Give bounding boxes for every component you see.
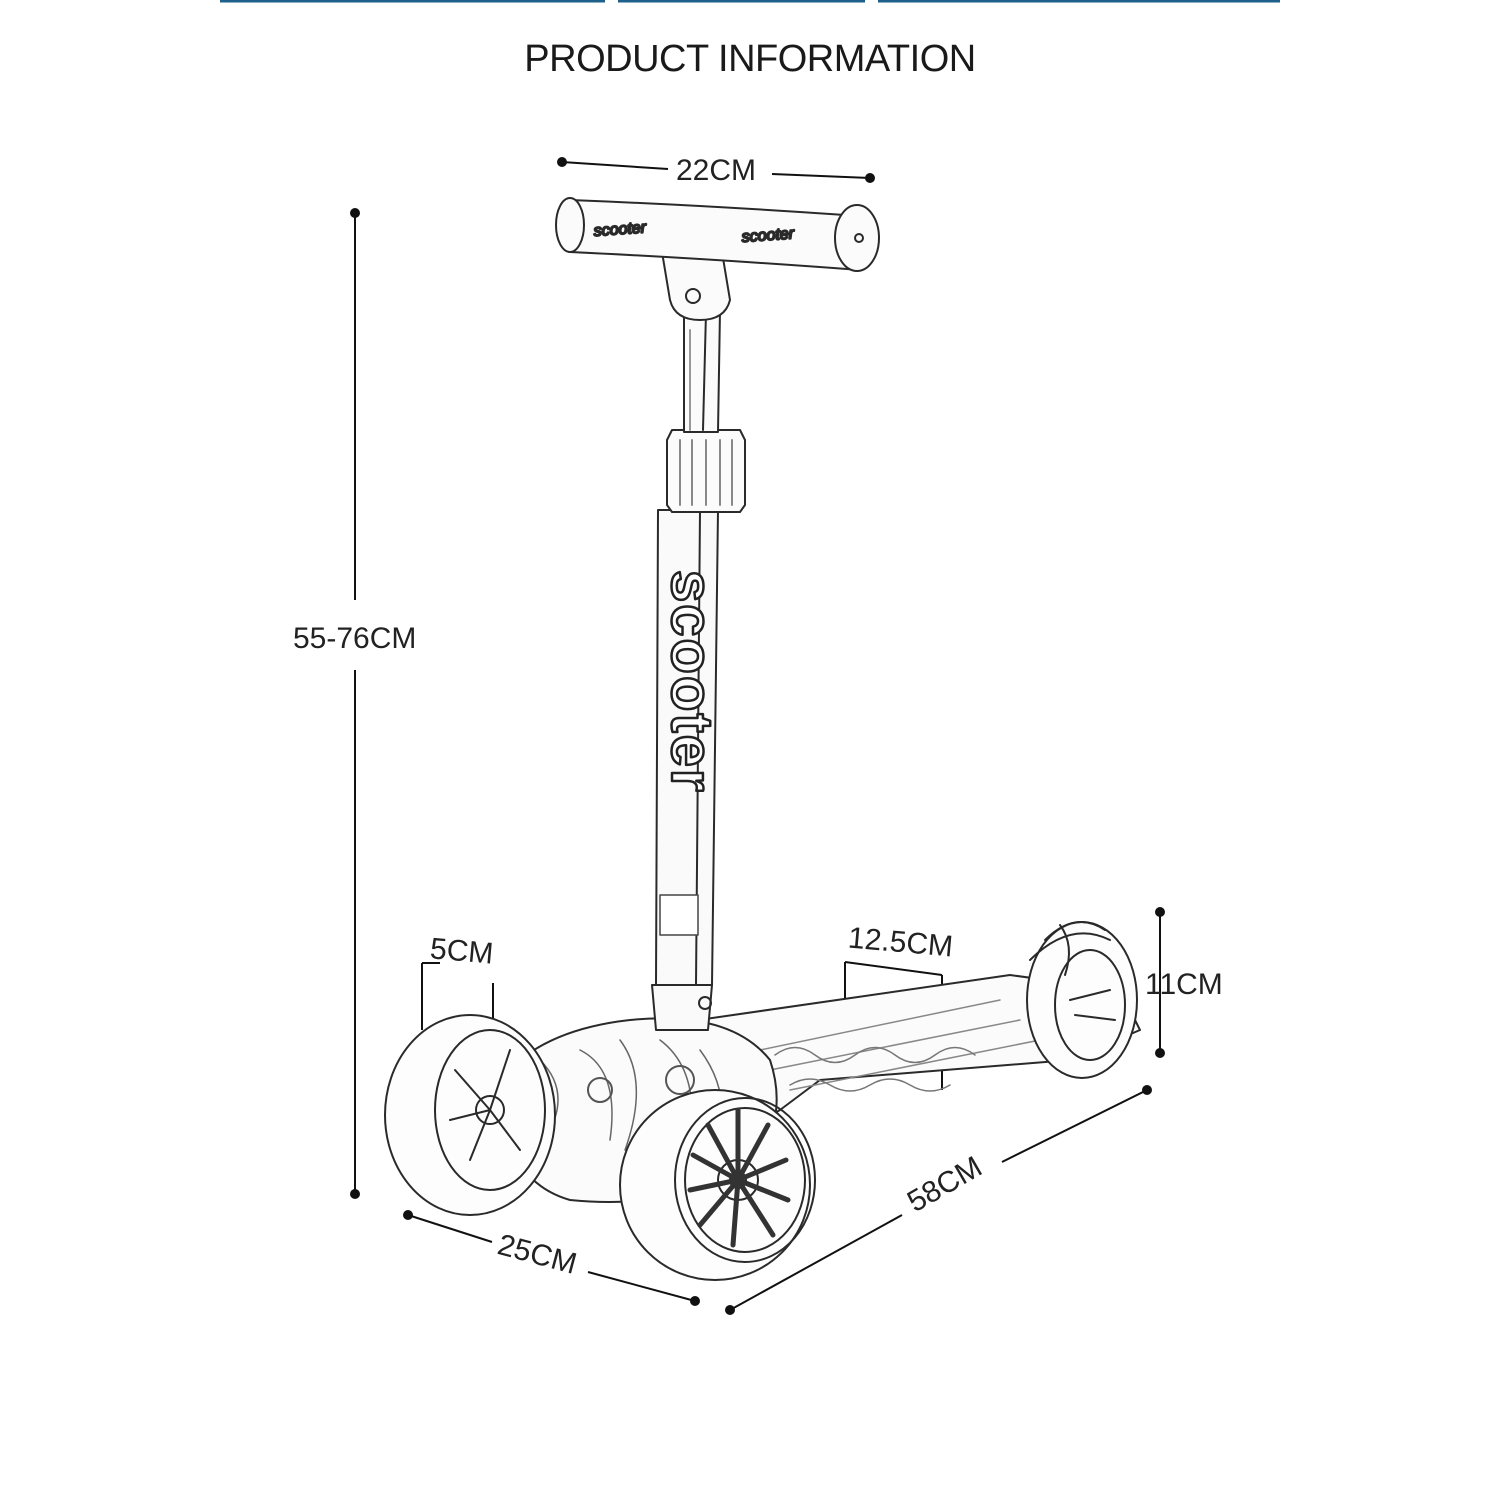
dim-label-wheel-width: 5CM xyxy=(428,932,495,971)
dim-line-front-left xyxy=(407,1214,493,1243)
rear-wheel xyxy=(1026,921,1138,1079)
safety-label xyxy=(659,894,699,936)
dim-line-handlebar-right xyxy=(771,173,871,179)
dim-line-length-right xyxy=(1001,1089,1148,1163)
dim-label-height-range: 55-76CM xyxy=(293,622,417,655)
height-clamp xyxy=(666,429,746,513)
dim-line-handlebar-left xyxy=(561,161,669,170)
front-wheel-right xyxy=(619,1089,816,1281)
dim-label-rear-height: 11CM xyxy=(1145,968,1223,1001)
page-title: PRODUCT INFORMATION xyxy=(524,38,976,80)
stem-logo-text: scooter xyxy=(659,570,724,794)
dim-label-handlebar-width: 22CM xyxy=(676,154,757,187)
handlebar xyxy=(555,197,880,272)
front-wheel-left xyxy=(384,1014,556,1216)
handlebar-text-left: scooter xyxy=(593,219,647,240)
dim-line-length-left xyxy=(729,1214,903,1311)
stem-upper xyxy=(683,309,721,433)
dim-line-front-right xyxy=(587,1271,696,1302)
handlebar-text-right: scooter xyxy=(741,225,795,246)
